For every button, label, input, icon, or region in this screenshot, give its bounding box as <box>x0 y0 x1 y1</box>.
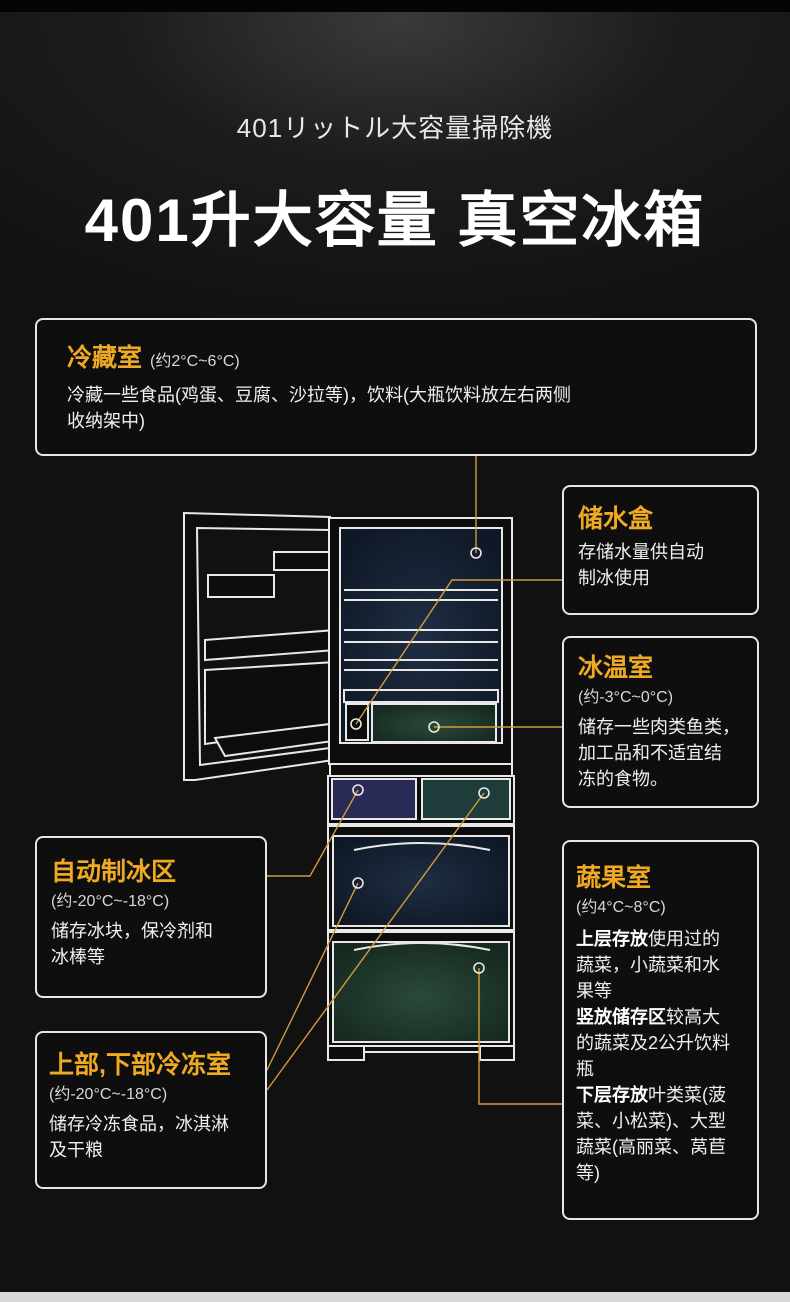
desc-line: 存储水量供自动 <box>578 542 704 562</box>
desc-line: 的蔬菜及2公升饮料 <box>576 1033 731 1053</box>
compartment-temp: (约-20°C~-18°C) <box>51 893 170 910</box>
chill-room-callout: 冰温室 (约-3°C~0°C) 储存一些肉类鱼类， 加工品和不适宜结 冻的食物。 <box>562 636 759 808</box>
compartment-temp: (约4°C~8°C) <box>576 899 666 916</box>
fridge-compartment-callout: 冷藏室 (约2°C~6°C) 冷藏一些食品(鸡蛋、豆腐、沙拉等)，饮料(大瓶饮料放… <box>35 318 757 456</box>
desc-line: 冻的食物。 <box>578 769 668 789</box>
compartment-name: 冰温室 <box>578 654 654 682</box>
compartment-desc: 储存冰块，保冷剂和 冰棒等 <box>51 918 251 970</box>
desc-line: 蔬菜，小蔬菜和水 <box>576 955 720 975</box>
desc-line: 冷藏一些食品(鸡蛋、豆腐、沙拉等)，饮料(大瓶饮料放左右两侧 <box>67 385 571 405</box>
lower-label: 下层存放 <box>576 1085 648 1105</box>
compartment-desc: 储存冷冻食品，冰淇淋 及干粮 <box>49 1111 253 1163</box>
page-subtitle: 401リットル大容量掃除機 <box>236 113 554 143</box>
desc-line: 储存一些肉类鱼类， <box>578 717 740 737</box>
vegetable-room-callout: 蔬果室 (约4°C~8°C) 上层存放使用过的 蔬菜，小蔬菜和水 果等 竖放储存… <box>562 840 759 1220</box>
pointer-dots <box>350 547 490 974</box>
desc-line: 蔬菜(高丽菜、莴苣 <box>576 1137 726 1157</box>
page-title: 401升大容量 真空冰箱 <box>84 187 706 254</box>
compartment-temp: (约-20°C~-18°C) <box>49 1086 168 1103</box>
desc-line: 冰棒等 <box>51 947 105 967</box>
fridge-door <box>183 511 342 781</box>
compartment-desc: 存储水量供自动 制冰使用 <box>578 539 743 591</box>
desc-line: 储存冰块，保冷剂和 <box>51 921 213 941</box>
desc-line: 瓶 <box>576 1059 594 1079</box>
compartment-name: 蔬果室 <box>576 864 652 892</box>
compartment-name: 自动制冰区 <box>51 858 177 886</box>
desc-line: 果等 <box>576 981 612 1001</box>
desc-line: 等) <box>576 1163 600 1183</box>
vertical-label: 竖放储存区 <box>576 1007 666 1027</box>
desc-line: 加工品和不适宜结 <box>578 743 722 763</box>
desc-line: 菜、小松菜)、大型 <box>576 1111 726 1131</box>
compartment-temp: (约2°C~6°C) <box>150 353 240 370</box>
leader-lines <box>266 456 562 1105</box>
bottom-strip <box>0 1292 790 1302</box>
fridge-body <box>327 517 515 1061</box>
desc-line: 收纳架中) <box>67 411 145 431</box>
compartment-desc: 冷藏一些食品(鸡蛋、豆腐、沙拉等)，饮料(大瓶饮料放左右两侧 收纳架中) <box>67 382 725 434</box>
compartment-name: 储水盒 <box>578 505 654 533</box>
desc-line: 储存冷冻食品，冰淇淋 <box>49 1114 229 1134</box>
desc-line: 叶类菜(菠 <box>648 1085 726 1105</box>
upper-label: 上层存放 <box>576 929 648 949</box>
desc-line: 较高大 <box>666 1007 720 1027</box>
compartment-temp: (约-3°C~0°C) <box>578 689 674 706</box>
desc-line: 制冰使用 <box>578 568 650 588</box>
ice-maker-callout: 自动制冰区 (约-20°C~-18°C) 储存冰块，保冷剂和 冰棒等 <box>35 836 267 998</box>
freezer-callout: 上部,下部冷冻室 (约-20°C~-18°C) 储存冷冻食品，冰淇淋 及干粮 <box>35 1031 267 1189</box>
compartment-name: 冷藏室 <box>67 344 143 372</box>
compartment-desc: 上层存放使用过的 蔬菜，小蔬菜和水 果等 竖放储存区较高大 的蔬菜及2公升饮料 … <box>576 926 745 1186</box>
compartment-desc: 储存一些肉类鱼类， 加工品和不适宜结 冻的食物。 <box>578 714 743 792</box>
desc-line: 使用过的 <box>648 929 720 949</box>
desc-line: 及干粮 <box>49 1140 103 1160</box>
water-tank-callout: 储水盒 存储水量供自动 制冰使用 <box>562 485 759 615</box>
top-strip <box>0 0 790 12</box>
compartment-name: 上部,下部冷冻室 <box>49 1051 231 1079</box>
